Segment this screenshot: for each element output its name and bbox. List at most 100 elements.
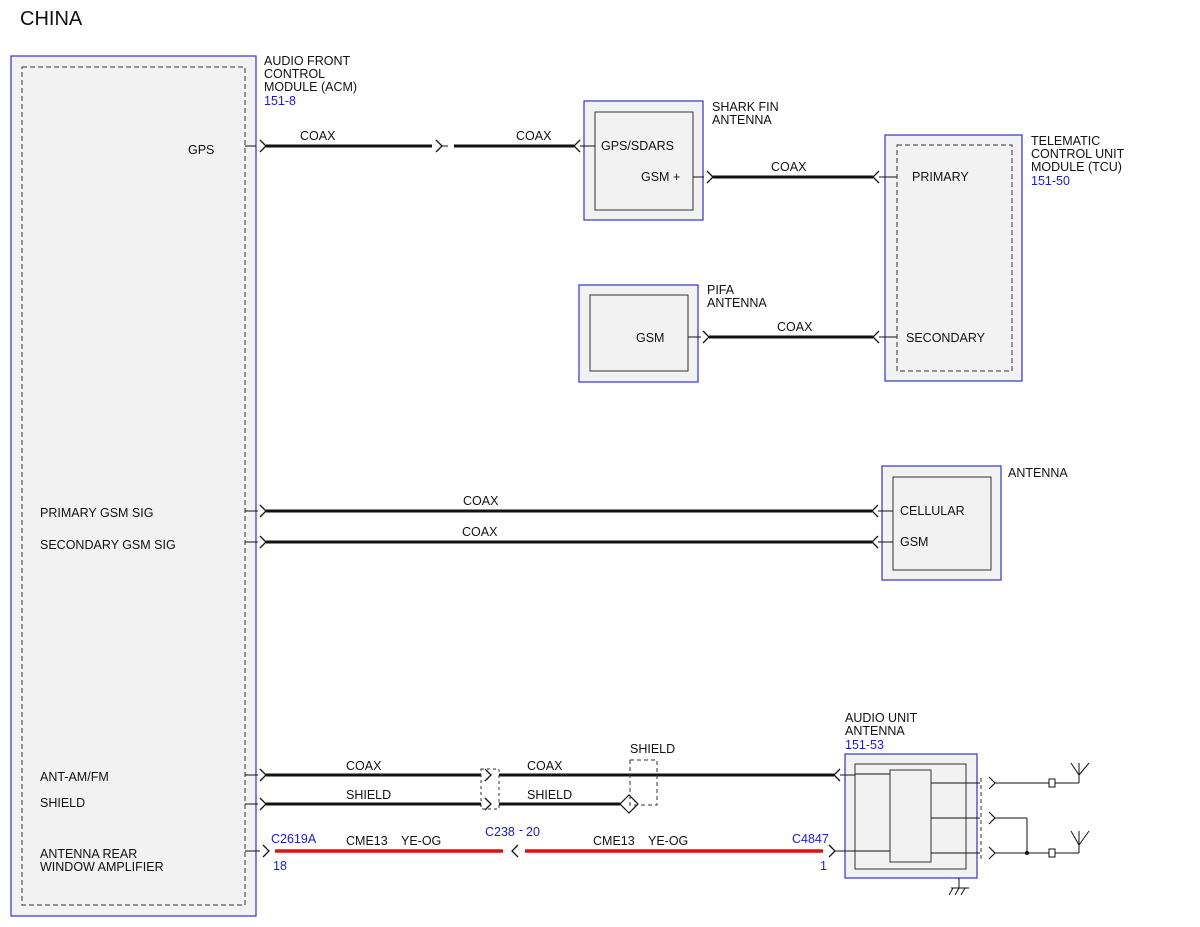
- wire-label-color: YE-OG: [401, 834, 441, 848]
- wire-label-coax: COAX: [300, 129, 336, 143]
- cell-antenna-pin-cellular: CELLULAR: [900, 504, 965, 518]
- audio-antenna-ref: 151-53: [845, 738, 884, 752]
- acm-name-line3: MODULE (ACM): [264, 80, 357, 94]
- wire-label-coax: COAX: [346, 759, 382, 773]
- wire-label-coax: COAX: [527, 759, 563, 773]
- acm-outline: [10, 55, 257, 917]
- acm-name-line2: CONTROL: [264, 67, 325, 81]
- acm-pin-amp-line1: ANTENNA REAR: [40, 847, 137, 861]
- pifa-antenna: PIFA ANTENNA GSM: [578, 283, 767, 383]
- cell-antenna-pin-gsm: GSM: [900, 535, 928, 549]
- shark-fin-pin-gsm-plus: GSM +: [641, 170, 680, 184]
- connector-pin-icon: [706, 170, 714, 184]
- antenna-icon: [1070, 830, 1090, 853]
- acm-inner-dashed: [21, 66, 246, 906]
- connector-c238-pin: 20: [526, 825, 540, 839]
- shark-fin-pin-gps-sdars: GPS/SDARS: [601, 139, 674, 153]
- connector-pin-icon: [573, 139, 581, 153]
- connector-pin-icon: [872, 170, 880, 184]
- shark-fin-inner: [594, 111, 694, 211]
- cell-antenna-name: ANTENNA: [1008, 466, 1068, 480]
- wire-label-coax: COAX: [777, 320, 813, 334]
- cellular-antenna: ANTENNA CELLULAR GSM: [881, 465, 1068, 581]
- connector-pin-icon: [259, 768, 267, 782]
- pifa-name-line2: ANTENNA: [707, 296, 767, 310]
- connector-pin-icon: [484, 797, 492, 811]
- connector-pin-icon: [484, 768, 492, 782]
- acm-module: AUDIO FRONT CONTROL MODULE (ACM) 151-8 G…: [10, 54, 357, 917]
- shield-dashed-box: [629, 759, 658, 806]
- acm-name-line1: AUDIO FRONT: [264, 54, 350, 68]
- pifa-pin-gsm: GSM: [636, 331, 664, 345]
- acm-pin-amp-line2: WINDOW AMPLIFIER: [40, 860, 164, 874]
- tcu-outline: [884, 134, 1023, 382]
- ground-icon: [948, 878, 969, 896]
- audio-antenna-name-line1: AUDIO UNIT: [845, 711, 918, 725]
- wire-amp-ye-og: CME13 YE-OG CME13 YE-OG: [245, 834, 855, 858]
- cell-antenna-inner: [892, 476, 992, 571]
- pifa-inner: [589, 294, 689, 372]
- shark-fin-name-line2: ANTENNA: [712, 113, 772, 127]
- connector-c4847-pin: 1: [820, 859, 827, 873]
- connector-pin-icon: [828, 844, 836, 858]
- tcu-name-line2: CONTROL UNIT: [1031, 147, 1125, 161]
- wire-label-coax: COAX: [462, 525, 498, 539]
- acm-pin-shield: SHIELD: [40, 796, 85, 810]
- acm-ref: 151-8: [264, 94, 296, 108]
- wire-primary-gsm-coax: COAX: [245, 494, 893, 518]
- antenna-icon: [1070, 762, 1090, 783]
- tcu-module: TELEMATIC CONTROL UNIT MODULE (TCU) 151-…: [884, 134, 1125, 382]
- wire-label-circuit: CME13: [593, 834, 635, 848]
- tcu-ref: 151-50: [1031, 174, 1070, 188]
- connector-pin-icon: [259, 139, 267, 153]
- connector-c2619a-id: C2619A: [271, 832, 317, 846]
- wire-shield: SHIELD SHIELD: [245, 788, 639, 814]
- connector-c2619a-pin: 18: [273, 859, 287, 873]
- acm-pin-gps: GPS: [188, 143, 214, 157]
- connector-pin-icon: [435, 139, 443, 153]
- audio-antenna-name-line2: ANTENNA: [845, 724, 905, 738]
- tcu-name-line1: TELEMATIC: [1031, 134, 1100, 148]
- fuse-icon: [1048, 778, 1056, 788]
- pifa-name-line1: PIFA: [707, 283, 735, 297]
- connector-c238-id: C238: [485, 825, 515, 839]
- connector-c238-separator: -: [519, 823, 523, 837]
- wire-label-color: YE-OG: [648, 834, 688, 848]
- connector-pin-icon: [511, 844, 519, 858]
- connector-pin-icon: [833, 768, 841, 782]
- wire-gps-coax: COAX COAX: [245, 129, 595, 153]
- connector-pin-icon: [702, 330, 710, 344]
- connector-pin-icon: [262, 844, 270, 858]
- tcu-inner-dashed: [896, 144, 1013, 372]
- shield-box-label: SHIELD: [630, 742, 675, 756]
- wire-label-shield: SHIELD: [346, 788, 391, 802]
- wire-label-coax: COAX: [771, 160, 807, 174]
- fuse-icon: [1048, 848, 1056, 858]
- shark-fin-antenna: SHARK FIN ANTENNA GPS/SDARS GSM +: [583, 100, 779, 221]
- tcu-pin-secondary: SECONDARY: [906, 331, 986, 345]
- wire-gsm-secondary-coax: COAX: [688, 320, 897, 344]
- wire-label-coax: COAX: [516, 129, 552, 143]
- wire-label-circuit: CME13: [346, 834, 388, 848]
- acm-pin-primary-gsm: PRIMARY GSM SIG: [40, 506, 153, 520]
- external-antennas: [988, 762, 1090, 860]
- wire-secondary-gsm-coax: COAX: [245, 525, 893, 549]
- wire-label-coax: COAX: [463, 494, 499, 508]
- connector-pin-icon: [871, 535, 879, 549]
- audio-unit-antenna: AUDIO UNIT ANTENNA 151-53: [844, 711, 982, 896]
- acm-pin-secondary-gsm: SECONDARY GSM SIG: [40, 538, 176, 552]
- page-title: CHINA: [20, 8, 83, 30]
- acm-pin-ant-am-fm: ANT-AM/FM: [40, 770, 109, 784]
- audio-antenna-amplifier-block: [889, 769, 932, 863]
- tcu-name-line3: MODULE (TCU): [1031, 160, 1122, 174]
- connector-pin-icon: [259, 535, 267, 549]
- connector-pin-icon: [872, 330, 880, 344]
- connector-c4847-id: C4847: [792, 832, 829, 846]
- shield-termination-icon: [619, 794, 639, 814]
- inline-connector-dashed: [480, 768, 500, 810]
- connector-pin-icon: [259, 504, 267, 518]
- wire-gsm-primary-coax: COAX: [693, 160, 897, 184]
- shark-fin-name-line1: SHARK FIN: [712, 100, 779, 114]
- connector-pin-icon: [871, 504, 879, 518]
